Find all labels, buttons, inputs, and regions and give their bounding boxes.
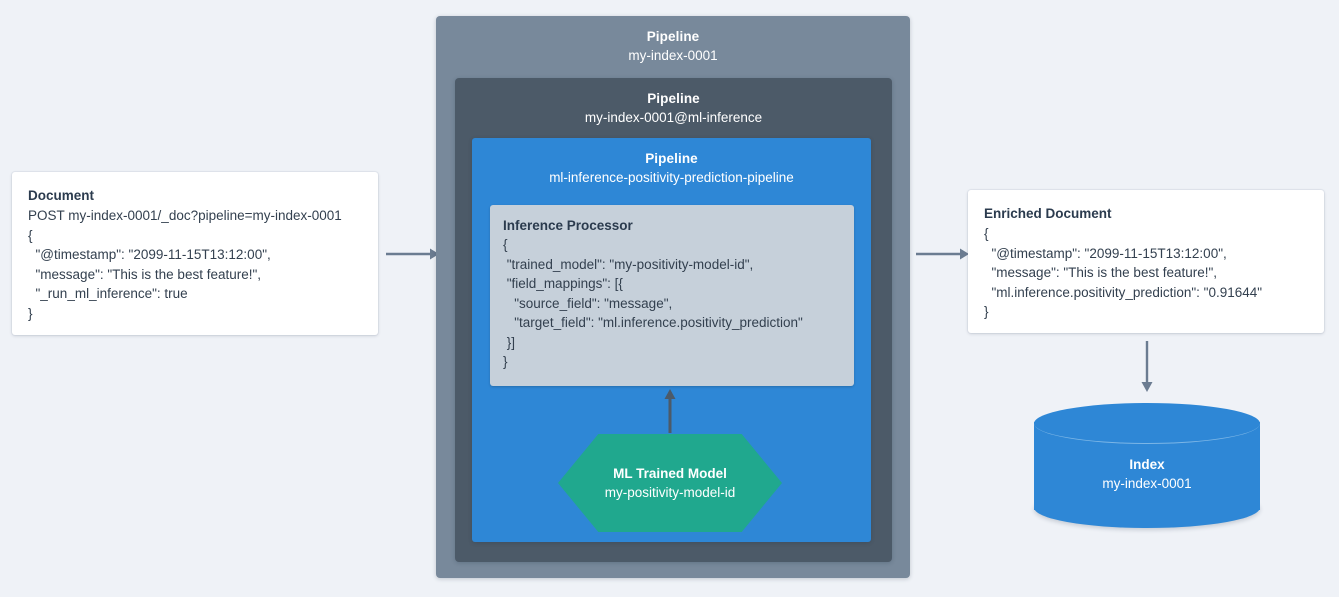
processor-line-4: "target_field": "ml.inference.positivity… xyxy=(503,315,803,330)
arrow-model-to-processor xyxy=(663,389,677,433)
index-title: Index xyxy=(1129,457,1165,472)
processor-line-6: } xyxy=(503,354,508,369)
model-title: ML Trained Model xyxy=(613,466,727,481)
document-line-1: { xyxy=(28,227,33,243)
pipeline-inner-header: Pipeline ml-inference-positivity-predict… xyxy=(472,138,871,187)
enriched-document-card: Enriched Document { "@timestamp": "2099-… xyxy=(968,190,1324,333)
enriched-line-0: { xyxy=(984,226,989,241)
document-title: Document xyxy=(28,188,95,203)
processor-line-2: "field_mappings": [{ xyxy=(503,276,623,291)
cylinder-top-ellipse xyxy=(1034,403,1260,444)
pipeline-outer-header: Pipeline my-index-0001 xyxy=(436,16,910,65)
pipeline-middle-header: Pipeline my-index-0001@ml-inference xyxy=(455,78,892,127)
enriched-title: Enriched Document xyxy=(984,206,1112,221)
enriched-line-2: "message": "This is the best feature!", xyxy=(984,265,1218,280)
pipeline-inner-name: ml-inference-positivity-prediction-pipel… xyxy=(549,170,794,185)
arrow-enriched-to-index xyxy=(1140,341,1154,393)
document-card: Document POST my-index-0001/_doc?pipelin… xyxy=(12,172,378,335)
enriched-line-3: "ml.inference.positivity_prediction": "0… xyxy=(984,284,1263,300)
model-name: my-positivity-model-id xyxy=(604,485,736,500)
pipeline-outer-label: Pipeline xyxy=(646,29,700,44)
index-label: Index my-index-0001 xyxy=(1034,455,1260,493)
processor-title: Inference Processor xyxy=(503,218,633,233)
processor-line-0: { xyxy=(503,237,508,252)
pipeline-middle-label: Pipeline xyxy=(647,91,700,106)
index-cylinder: Index my-index-0001 xyxy=(1034,403,1260,528)
document-line-2: "@timestamp": "2099-11-15T13:12:00", xyxy=(28,247,271,262)
enriched-line-4: } xyxy=(984,304,989,319)
arrow-document-to-pipeline xyxy=(386,247,440,261)
enriched-line-1: "@timestamp": "2099-11-15T13:12:00", xyxy=(984,245,1227,261)
pipeline-outer-name: my-index-0001 xyxy=(628,48,718,63)
pipeline-middle-name: my-index-0001@ml-inference xyxy=(584,110,763,125)
pipeline-inner-label: Pipeline xyxy=(645,151,698,166)
arrow-pipeline-to-enriched xyxy=(916,247,970,261)
document-line-5: } xyxy=(28,305,33,321)
document-line-4: "_run_ml_inference": true xyxy=(28,286,188,301)
document-line-3: "message": "This is the best feature!", xyxy=(28,266,262,282)
index-name: my-index-0001 xyxy=(1102,476,1192,491)
processor-line-5: }] xyxy=(503,334,516,350)
document-line-0: POST my-index-0001/_doc?pipeline=my-inde… xyxy=(28,208,342,223)
ml-trained-model-node: ML Trained Model my-positivity-model-id xyxy=(558,434,782,532)
inference-processor-card: Inference Processor { "trained_model": "… xyxy=(490,205,854,386)
processor-line-3: "source_field": "message", xyxy=(503,295,673,311)
processor-line-1: "trained_model": "my-positivity-model-id… xyxy=(503,256,754,272)
